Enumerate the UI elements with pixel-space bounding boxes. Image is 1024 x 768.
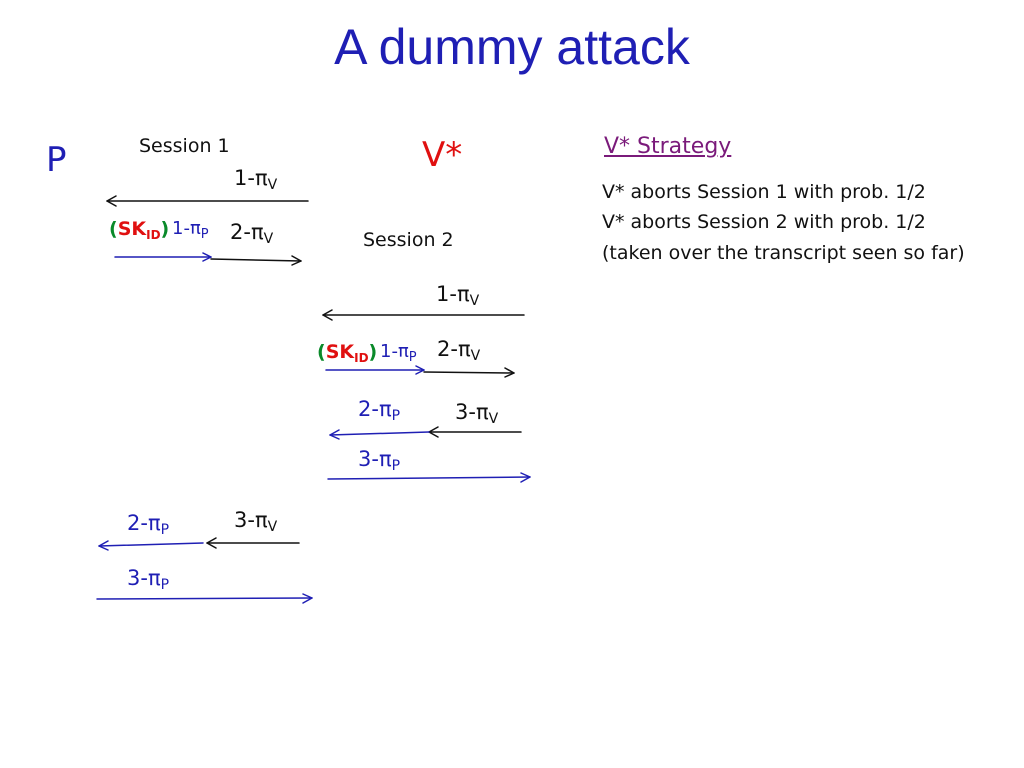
arrow-s1-1-verifier	[106, 195, 309, 207]
s2-msg-1-verifier: 1-πV	[436, 282, 479, 309]
s2-secret-key: (SKID)	[317, 341, 377, 365]
secret-key-text: SK	[325, 341, 355, 363]
secret-key-subscript: ID	[146, 228, 161, 242]
msg-text: 1-π	[234, 166, 268, 190]
session-1-label: Session 1	[139, 135, 230, 157]
slide-title: A dummy attack	[334, 19, 690, 75]
msg-text: 2-π	[437, 337, 471, 361]
s2-msg-2-prover: 2-πP	[358, 397, 400, 424]
paren-close: )	[368, 341, 378, 363]
arrow-s2-3-prover	[327, 472, 531, 483]
arrow-s2-1-verifier	[322, 309, 525, 321]
msg-subscript: V	[470, 348, 481, 364]
msg-text: 2-π	[230, 220, 264, 244]
arrow-s2-2-prover	[329, 429, 430, 440]
verifier-label: V*	[422, 135, 463, 175]
s2-msg-2-verifier: 2-πV	[437, 337, 480, 364]
arrow-s1-2-prover	[98, 540, 204, 551]
arrow-s1-3-verifier	[206, 537, 300, 549]
arrow-s1-1-prover	[114, 252, 212, 262]
msg-text: 1-π	[436, 282, 470, 306]
msg-subscript: V	[469, 293, 480, 309]
s2-msg-3-verifier: 3-πV	[455, 400, 498, 427]
arrow-s2-2-verifier	[423, 367, 515, 378]
msg-subscript: V	[488, 411, 499, 427]
strategy-line-3: (taken over the transcript seen so far)	[602, 242, 965, 264]
arrow-s1-3-prover	[96, 593, 313, 604]
prover-label: P	[46, 140, 67, 180]
paren-open: (	[317, 341, 326, 363]
msg-subscript: P	[160, 522, 170, 538]
msg-subscript: V	[267, 177, 278, 193]
session-2-label: Session 2	[363, 229, 454, 251]
s1-secret-key: (SKID)	[109, 218, 169, 242]
paren-open: (	[109, 218, 118, 240]
s1-msg-1-prover: 1-πP	[172, 218, 209, 242]
s1-msg-1-verifier: 1-πV	[234, 166, 277, 193]
msg-text: 3-π	[234, 508, 268, 532]
msg-subscript: P	[391, 408, 401, 424]
secret-key-text: SK	[117, 218, 147, 240]
paren-close: )	[160, 218, 170, 240]
strategy-heading: V* Strategy	[604, 134, 732, 159]
msg-subscript: P	[200, 227, 209, 242]
secret-key-subscript: ID	[354, 351, 369, 365]
msg-subscript: V	[263, 231, 274, 247]
s1-msg-2-prover: 2-πP	[127, 511, 169, 538]
msg-subscript: V	[267, 519, 278, 535]
msg-subscript: P	[160, 577, 170, 593]
strategy-line-1: V* aborts Session 1 with prob. 1/2	[602, 181, 926, 203]
arrow-s2-3-verifier	[428, 426, 522, 438]
s1-msg-3-verifier: 3-πV	[234, 508, 277, 535]
msg-text: 3-π	[358, 447, 392, 471]
msg-text: 3-π	[455, 400, 489, 424]
arrow-s1-2-verifier	[210, 255, 302, 266]
arrow-s2-1-prover	[325, 365, 425, 375]
msg-subscript: P	[408, 350, 417, 365]
s2-msg-1-prover: 1-πP	[380, 341, 417, 365]
msg-text: 2-π	[127, 511, 161, 535]
msg-text: 1-π	[172, 218, 201, 239]
msg-text: 2-π	[358, 397, 392, 421]
s2-msg-3-prover: 3-πP	[358, 447, 400, 474]
s1-msg-3-prover: 3-πP	[127, 566, 169, 593]
msg-text: 1-π	[380, 341, 409, 362]
msg-text: 3-π	[127, 566, 161, 590]
msg-subscript: P	[391, 458, 401, 474]
s1-msg-2-verifier: 2-πV	[230, 220, 273, 247]
strategy-line-2: V* aborts Session 2 with prob. 1/2	[602, 211, 926, 233]
